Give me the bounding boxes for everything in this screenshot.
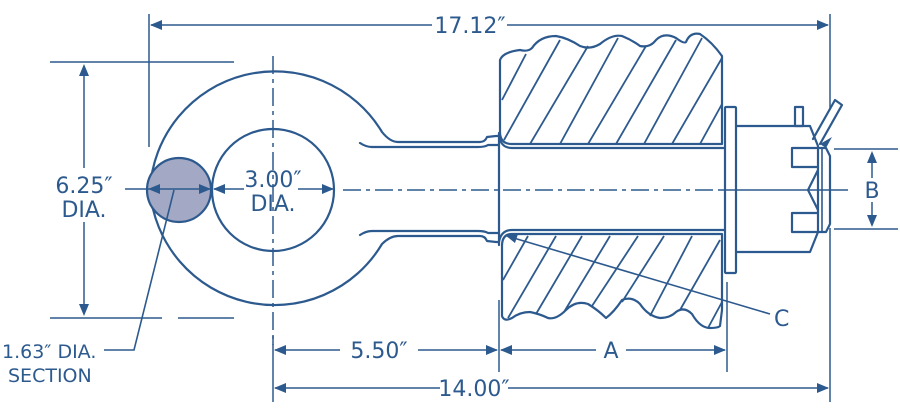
eye-outer-diameter-dimension: 6.25″ DIA. [50,61,234,319]
shank-length-label: 5.50″ [350,339,407,364]
section-leader: 1.63″ DIA. SECTION [2,189,175,387]
overall-length-label: 17.12″ [434,14,505,39]
nut-height-label: B [864,179,879,204]
overall-length-dimension: 17.12″ [148,14,831,147]
section-circle [145,156,213,224]
bottom-dimensions: 5.50″ A 14.00″ [272,228,831,402]
callout-c-label: C [774,307,789,332]
inner-dia-value: 3.00″ [244,168,301,193]
base-to-end-label: 14.00″ [438,377,509,402]
inner-dia-suffix: DIA. [250,192,295,217]
washer-and-nut [723,98,844,275]
centerlines [272,56,848,345]
nut-height-dimension: B [820,137,898,230]
section-label-line2: SECTION [8,365,92,387]
lower-hatch [502,235,723,329]
inner-diameter-dimension: 3.00″ DIA. [125,168,334,217]
anchor-wall [497,32,726,330]
eye-outer-dia-suffix: DIA. [61,198,106,223]
eye-outer-dia-value: 6.25″ [55,174,112,199]
upper-hatch [501,37,723,145]
section-label-line1: 1.63″ DIA. [2,341,96,363]
callout-c: C [505,234,789,332]
wall-thickness-label: A [603,339,618,364]
